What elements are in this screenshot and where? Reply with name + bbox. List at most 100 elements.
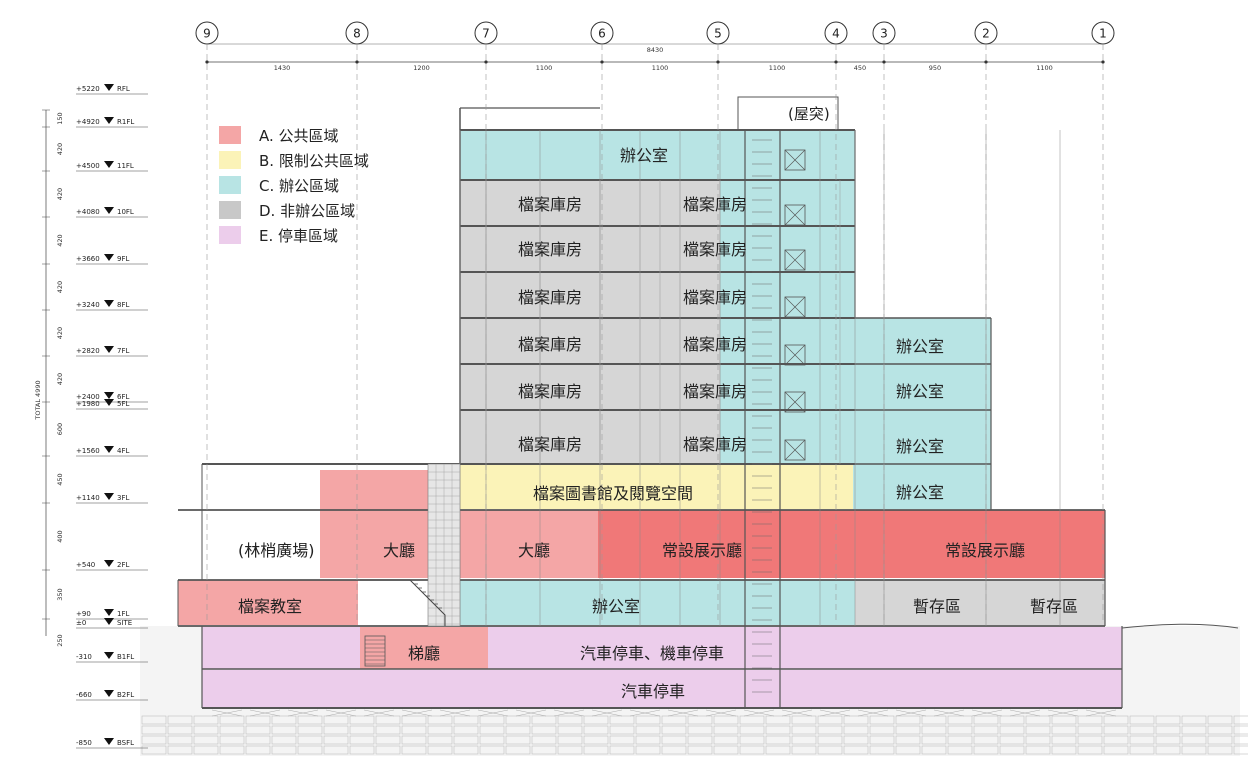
level-elevation: +4920	[76, 118, 100, 126]
room-archive-8f-b: 檔案庫房	[683, 288, 747, 307]
vertical-dimension: 420	[56, 281, 64, 293]
zone-office-1f	[460, 580, 855, 625]
legend-label: D. 非辦公區域	[259, 202, 355, 220]
level-name: 10FL	[117, 208, 134, 216]
zone-library	[460, 464, 853, 509]
room-lobby-west: 大廳	[383, 541, 415, 560]
zone-storage	[855, 580, 1105, 625]
zone-lobby-east	[460, 510, 598, 578]
vertical-dimension: 350	[56, 588, 64, 600]
level-marker-icon	[104, 690, 114, 697]
room-library: 檔案圖書館及閱覽空間	[533, 484, 693, 503]
room-plaza: (林梢廣場)	[238, 541, 315, 560]
legend-label: C. 辦公區域	[259, 177, 339, 195]
room-archive-9f-b: 檔案庫房	[683, 240, 747, 259]
level-elevation: +4500	[76, 162, 100, 170]
level-name: 1FL	[117, 610, 129, 618]
level-elevation: +3660	[76, 255, 100, 263]
zones	[178, 96, 1122, 708]
level-elevation: -850	[76, 739, 92, 747]
vertical-dimension: 420	[56, 327, 64, 339]
zone-rooftop	[737, 96, 839, 131]
level-name: 2FL	[117, 561, 129, 569]
vertical-dimension: 400	[56, 530, 64, 542]
grid-axis-label: 1	[1099, 27, 1107, 41]
bay-dimension: 1100	[652, 64, 669, 72]
grid-axis-label: 6	[598, 27, 606, 41]
room-office-1f: 辦公室	[592, 597, 640, 616]
structure-lines	[177, 107, 1123, 709]
zone-exhibition-east	[853, 510, 1105, 578]
room-labels: (屋突) 辦公室 檔案庫房 檔案庫房 檔案庫房 檔案庫房 檔案庫房 檔案庫房 檔…	[238, 105, 1078, 701]
grid-axis-label: 8	[353, 27, 361, 41]
level-name: 7FL	[117, 347, 129, 355]
grid-axis-label: 2	[982, 27, 990, 41]
level-name: 11FL	[117, 162, 134, 170]
level-marker-icon	[104, 618, 114, 625]
room-archive-6f-b: 檔案庫房	[683, 382, 747, 401]
bay-dimension: 950	[929, 64, 941, 72]
room-exhibition-east: 常設展示廳	[945, 541, 1025, 560]
grid-axis-label: 5	[714, 27, 722, 41]
level-marker-icon	[104, 399, 114, 406]
level-elevation: +5220	[76, 85, 100, 93]
level-elevation: +4080	[76, 208, 100, 216]
room-office-7f-east: 辦公室	[896, 337, 944, 356]
zone-parking-b2	[202, 670, 1122, 708]
room-parking-b2: 汽車停車	[621, 682, 685, 701]
vertical-total: TOTAL 4990	[34, 380, 42, 420]
zone-classroom	[178, 580, 358, 625]
bay-dimension: 1100	[1036, 64, 1053, 72]
level-marker-icon	[104, 446, 114, 453]
room-archive-7f-a: 檔案庫房	[518, 335, 582, 354]
zone-parking-b1	[202, 627, 1122, 669]
room-storage-a: 暫存區	[913, 597, 961, 616]
vertical-dimension: 420	[56, 373, 64, 385]
level-marker-icon	[104, 738, 114, 745]
grid-axis-label: 3	[880, 27, 888, 41]
level-marker-icon	[104, 392, 114, 399]
room-stair-hall: 梯廳	[408, 644, 440, 663]
level-name: 9FL	[117, 255, 129, 263]
vertical-dimension: 150	[56, 112, 64, 124]
zone-exhibition-west	[598, 510, 853, 578]
zone-archive-tower	[460, 180, 745, 464]
room-archive-10f-a: 檔案庫房	[518, 195, 582, 214]
level-elevation: ±0	[76, 619, 86, 627]
zone-office-3f-east	[853, 464, 991, 509]
level-name: RFL	[117, 85, 130, 93]
room-exhibition-west: 常設展示廳	[662, 541, 742, 560]
level-name: 3FL	[117, 494, 129, 502]
zone-office-11f	[460, 130, 720, 180]
legend-label: A. 公共區域	[259, 127, 339, 145]
level-name: 6FL	[117, 393, 129, 401]
room-lobby-east: 大廳	[518, 541, 550, 560]
level-name: 5FL	[117, 400, 129, 408]
level-name: B1FL	[117, 653, 134, 661]
room-office-4f-east: 辦公室	[896, 437, 944, 456]
room-archive-10f-b: 檔案庫房	[683, 195, 747, 214]
room-storage-b: 暫存區	[1030, 597, 1078, 616]
level-elevation: +1560	[76, 447, 100, 455]
room-office-6f-east: 辦公室	[896, 382, 944, 401]
zone-lobby-west	[320, 470, 428, 578]
level-marker-icon	[104, 254, 114, 261]
bay-dimension: 1200	[413, 64, 430, 72]
level-name: 8FL	[117, 301, 129, 309]
room-archive-7f-b: 檔案庫房	[683, 335, 747, 354]
vertical-dimension: 420	[56, 234, 64, 246]
level-marker-icon	[104, 117, 114, 124]
grid-axis-label: 4	[832, 27, 840, 41]
level-marker-icon	[104, 161, 114, 168]
grid-axis-label: 7	[482, 27, 490, 41]
legend-swatch	[219, 126, 241, 144]
level-marker-icon	[104, 346, 114, 353]
legend-swatch	[219, 176, 241, 194]
zone-office-east-tower	[855, 318, 991, 464]
level-marker-icon	[104, 300, 114, 307]
room-office-11f: 辦公室	[620, 146, 668, 165]
